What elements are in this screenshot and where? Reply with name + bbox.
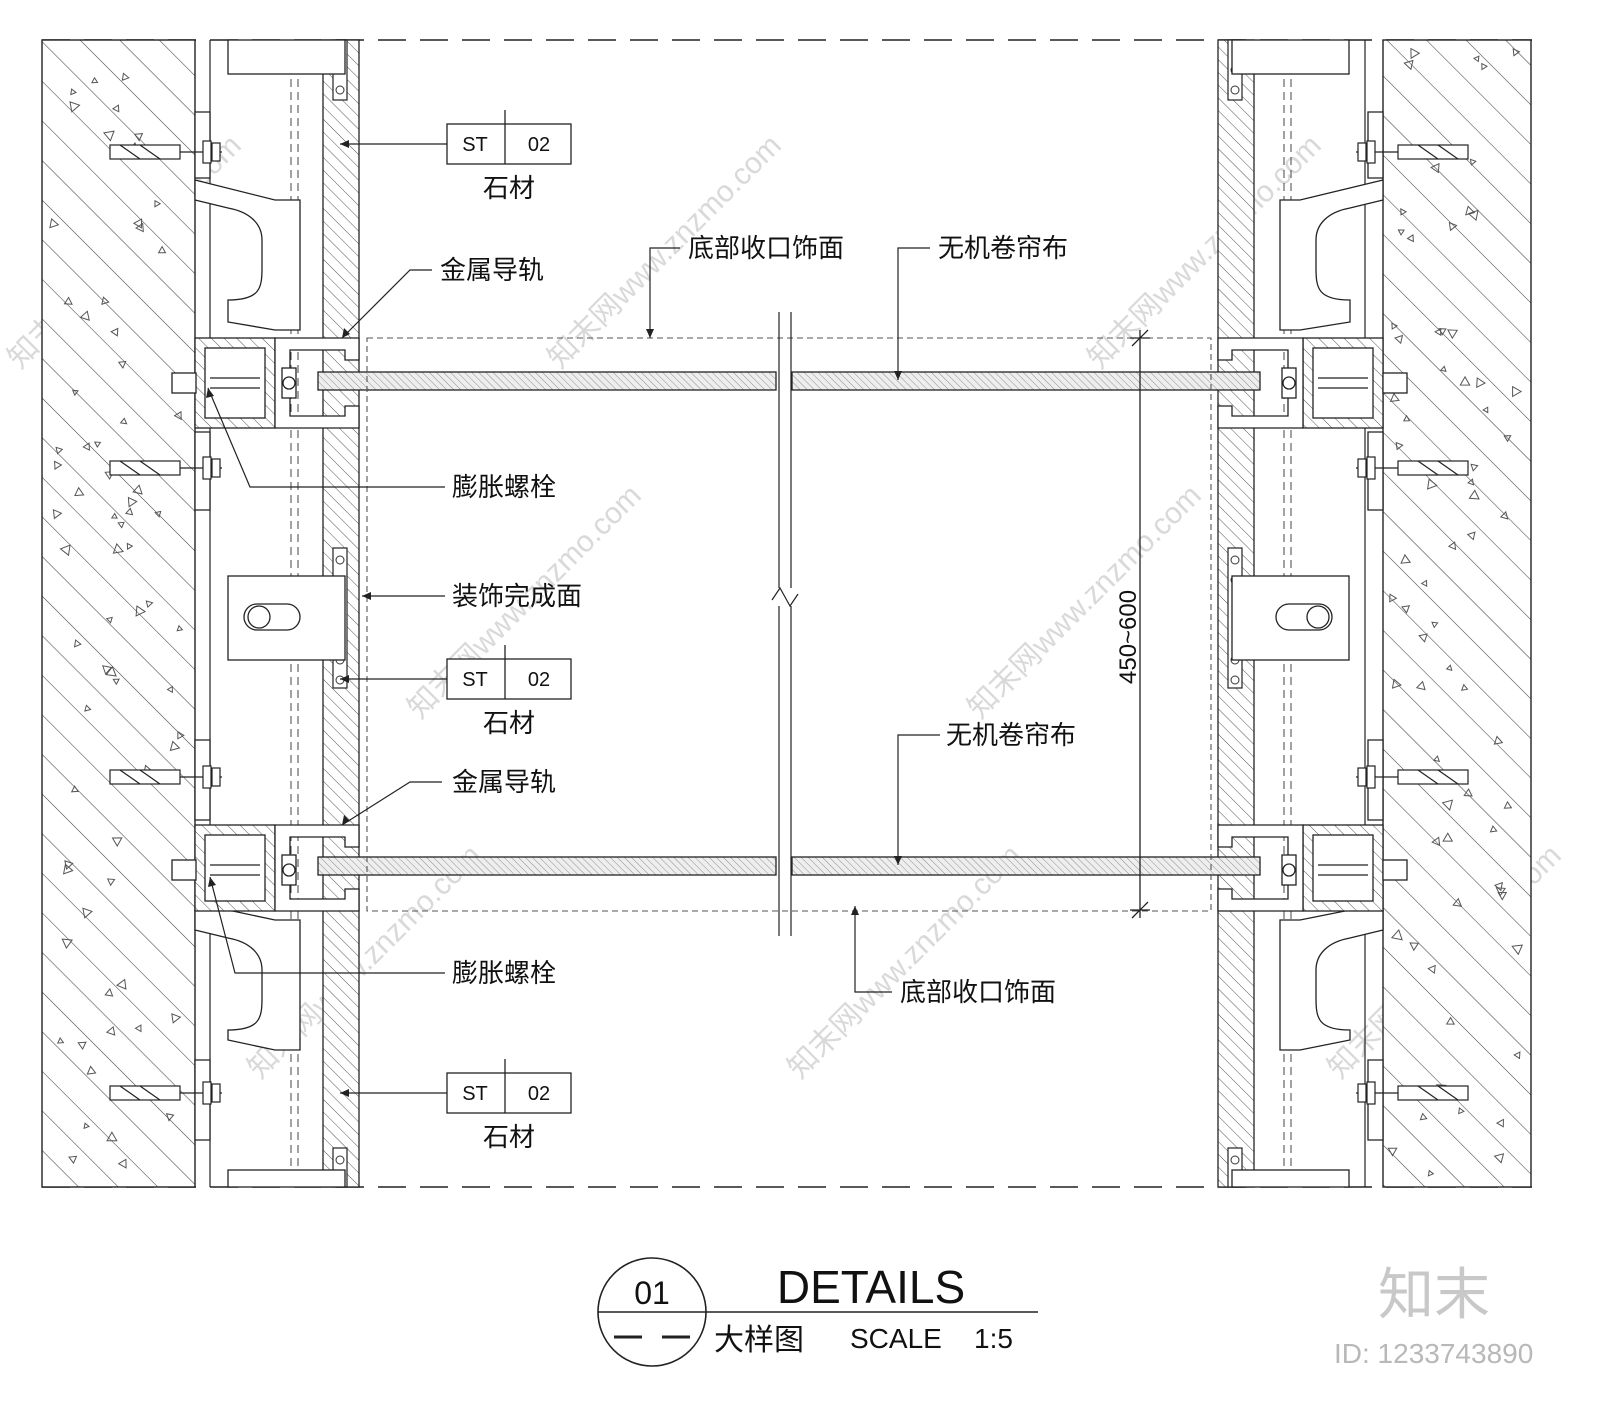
anchor-bolt (109, 140, 222, 164)
watermark: 知末网www.znzmo.com (962, 479, 1208, 725)
material-number: 02 (528, 669, 550, 691)
material-code: ST (462, 134, 488, 156)
material-code: ST (462, 1083, 488, 1105)
anchor-bolt (109, 456, 222, 480)
label-bottom-trim-top: 底部收口饰面 (688, 234, 844, 264)
brand-logo: 知末 (1378, 1263, 1490, 1328)
fabric-panel-bottom-left (317, 856, 777, 876)
label-stone: 石材 (483, 174, 535, 204)
bottom-trim-outline (366, 337, 1212, 912)
fabric-panel-top-right (791, 371, 1261, 391)
rail-assembly (171, 337, 1408, 429)
fabric-panel-bottom-right (791, 856, 1261, 876)
label-roller-fabric-bottom: 无机卷帘布 (946, 721, 1076, 751)
anchor-bolt (1356, 765, 1469, 789)
label-metal-rail-top: 金属导轨 (440, 256, 544, 286)
anchor-bolt (109, 765, 222, 789)
label-stone: 石材 (483, 709, 535, 739)
title-block: 01 DETAILS 大样图 SCALE 1:5 (597, 1257, 1038, 1367)
concrete-wall-right (1382, 39, 1532, 1188)
label-expansion-bolt-top: 膨胀螺栓 (452, 473, 556, 503)
anchor-bolt (1356, 140, 1469, 164)
material-tag: ST 02 石材 (340, 1059, 572, 1153)
scale-label: SCALE (850, 1323, 942, 1354)
concrete-wall-left (41, 39, 196, 1188)
brand-id: ID: 1233743890 (1334, 1338, 1533, 1369)
label-bottom-trim-bottom: 底部收口饰面 (900, 978, 1056, 1008)
detail-subtitle: 大样图 (714, 1323, 804, 1358)
anchor-bolt (1356, 456, 1469, 480)
material-number: 02 (528, 134, 550, 156)
watermark: 知末网www.znzmo.com (782, 839, 1028, 1085)
label-expansion-bolt-bottom: 膨胀螺栓 (452, 959, 556, 989)
anchor-bolt (109, 1081, 222, 1105)
scale-value: 1:5 (974, 1323, 1013, 1354)
dimension-line (1130, 329, 1150, 919)
metal-rail-assembly (109, 140, 1469, 1105)
anchor-bolt (1356, 1081, 1469, 1105)
dimension-text: 450~600 (1115, 590, 1142, 684)
detail-number: 01 (634, 1275, 670, 1311)
detail-title: DETAILS (777, 1261, 965, 1313)
rail-assembly (171, 824, 1408, 912)
label-finish-surface: 装饰完成面 (452, 582, 582, 612)
label-roller-fabric-top: 无机卷帘布 (938, 234, 1068, 264)
material-number: 02 (528, 1083, 550, 1105)
fabric-panel-top-left (317, 371, 777, 391)
break-line (771, 312, 799, 936)
label-metal-rail-bottom: 金属导轨 (452, 768, 556, 798)
material-tags: ST 02 石材 ST 02 石材 ST 02 石材 (340, 110, 572, 1153)
material-code: ST (462, 669, 488, 691)
material-tag: ST 02 石材 (340, 110, 572, 204)
material-tag: ST 02 石材 (340, 645, 572, 739)
label-stone: 石材 (483, 1123, 535, 1153)
